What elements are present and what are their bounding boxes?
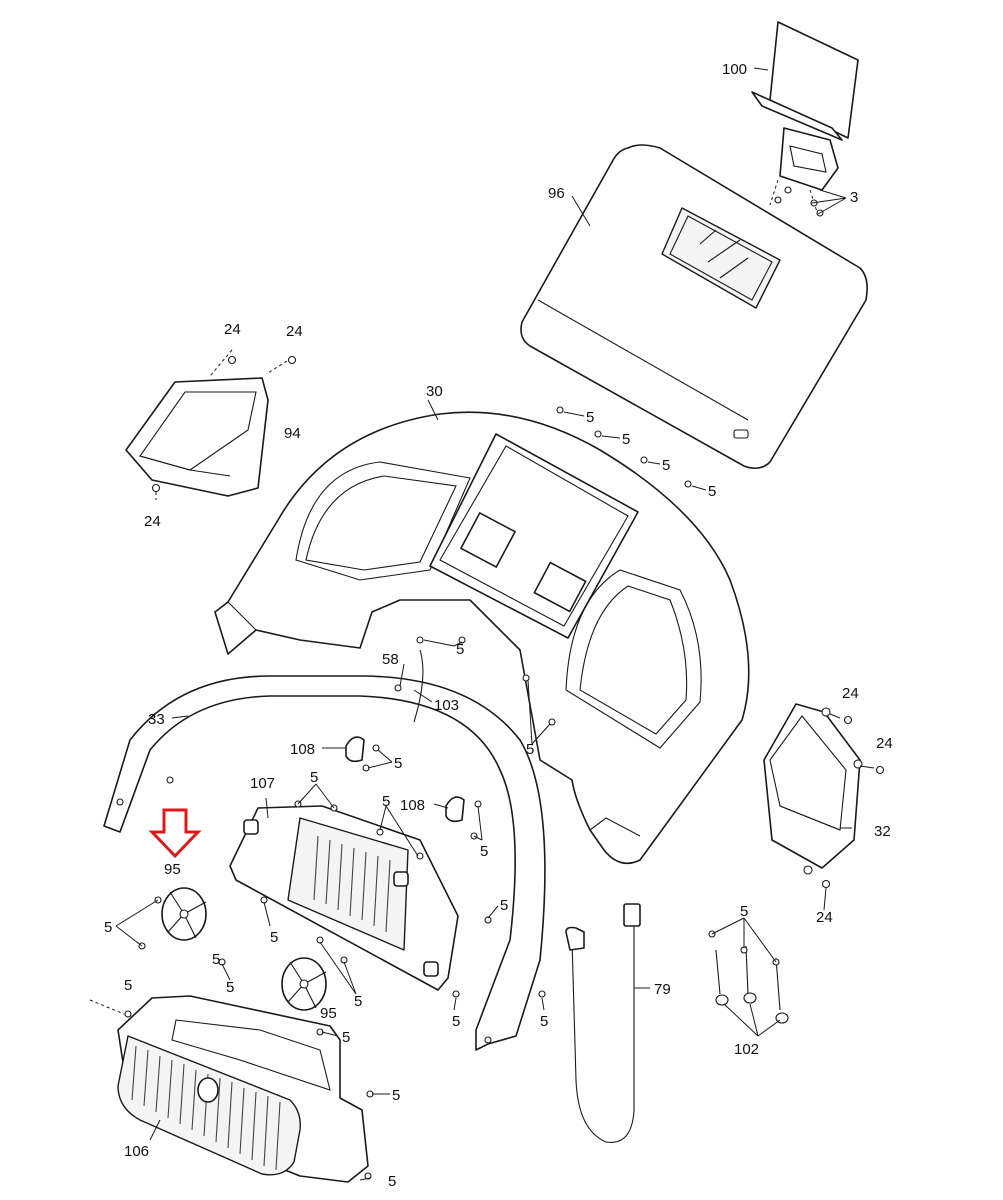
callout-5: 5 (526, 741, 534, 758)
part-107-fan-shroud (229, 805, 459, 991)
callout-5: 5 (382, 793, 390, 810)
callout-94: 94 (284, 425, 301, 442)
part-33-upright-tube (103, 675, 546, 1051)
part-96-console-cover (520, 144, 868, 470)
part-94-left-bin (125, 349, 293, 500)
callout-5: 5 (270, 929, 278, 946)
callout-108: 108 (290, 741, 315, 758)
part-58-103-sensor (394, 649, 424, 723)
callout-5: 5 (740, 903, 748, 920)
callout-102: 102 (734, 1041, 759, 1058)
callout-5: 5 (342, 1029, 350, 1046)
callout-96: 96 (548, 185, 565, 202)
callout-5: 5 (622, 431, 630, 448)
callout-5: 5 (540, 1013, 548, 1030)
part-95-fan-left (161, 887, 207, 941)
screws-3 (774, 186, 824, 217)
callout-5: 5 (226, 979, 234, 996)
callout-5: 5 (354, 993, 362, 1010)
highlight-arrow (148, 808, 202, 859)
part-32-right-bin (763, 703, 863, 875)
callout-5: 5 (708, 483, 716, 500)
callout-3: 3 (850, 189, 858, 206)
callout-106: 106 (124, 1143, 149, 1160)
callout-79: 79 (654, 981, 671, 998)
part-79-wire-harness (565, 903, 641, 1143)
callout-5: 5 (586, 409, 594, 426)
callout-24: 24 (876, 735, 893, 752)
callout-5: 5 (392, 1087, 400, 1104)
callout-labels: 100 96 3 24 24 94 24 30 5 5 5 5 5 58 103… (104, 61, 893, 1190)
callout-24: 24 (816, 909, 833, 926)
callout-100: 100 (722, 61, 747, 78)
callout-107: 107 (250, 775, 275, 792)
part-106-front-grille-housing (117, 995, 369, 1183)
callout-32: 32 (874, 823, 891, 840)
callout-24: 24 (224, 321, 241, 338)
callout-24: 24 (842, 685, 859, 702)
part-108-clips (345, 736, 465, 823)
callout-5: 5 (124, 977, 132, 994)
callout-5: 5 (394, 755, 402, 772)
callout-5: 5 (480, 843, 488, 860)
callout-95: 95 (320, 1005, 337, 1022)
callout-5: 5 (310, 769, 318, 786)
callout-95: 95 (164, 861, 181, 878)
part-100-tablet-holder (751, 21, 859, 216)
leader-lines (89, 67, 875, 1181)
callout-103: 103 (434, 697, 459, 714)
callout-5: 5 (212, 951, 220, 968)
part-102-bolts (708, 930, 789, 1024)
part-95-fan-right (281, 957, 327, 1011)
callout-5: 5 (104, 919, 112, 936)
callout-5: 5 (662, 457, 670, 474)
callout-24: 24 (286, 323, 303, 340)
screws-24 (151, 355, 885, 889)
callout-33: 33 (148, 711, 165, 728)
callout-108: 108 (400, 797, 425, 814)
callout-5: 5 (456, 641, 464, 658)
callout-5: 5 (388, 1173, 396, 1190)
callout-5: 5 (500, 897, 508, 914)
part-30-hood-shroud (214, 411, 750, 865)
callout-30: 30 (426, 383, 443, 400)
callout-58: 58 (382, 651, 399, 668)
callout-24: 24 (144, 513, 161, 530)
screws-5 (124, 406, 692, 1180)
callout-5: 5 (452, 1013, 460, 1030)
